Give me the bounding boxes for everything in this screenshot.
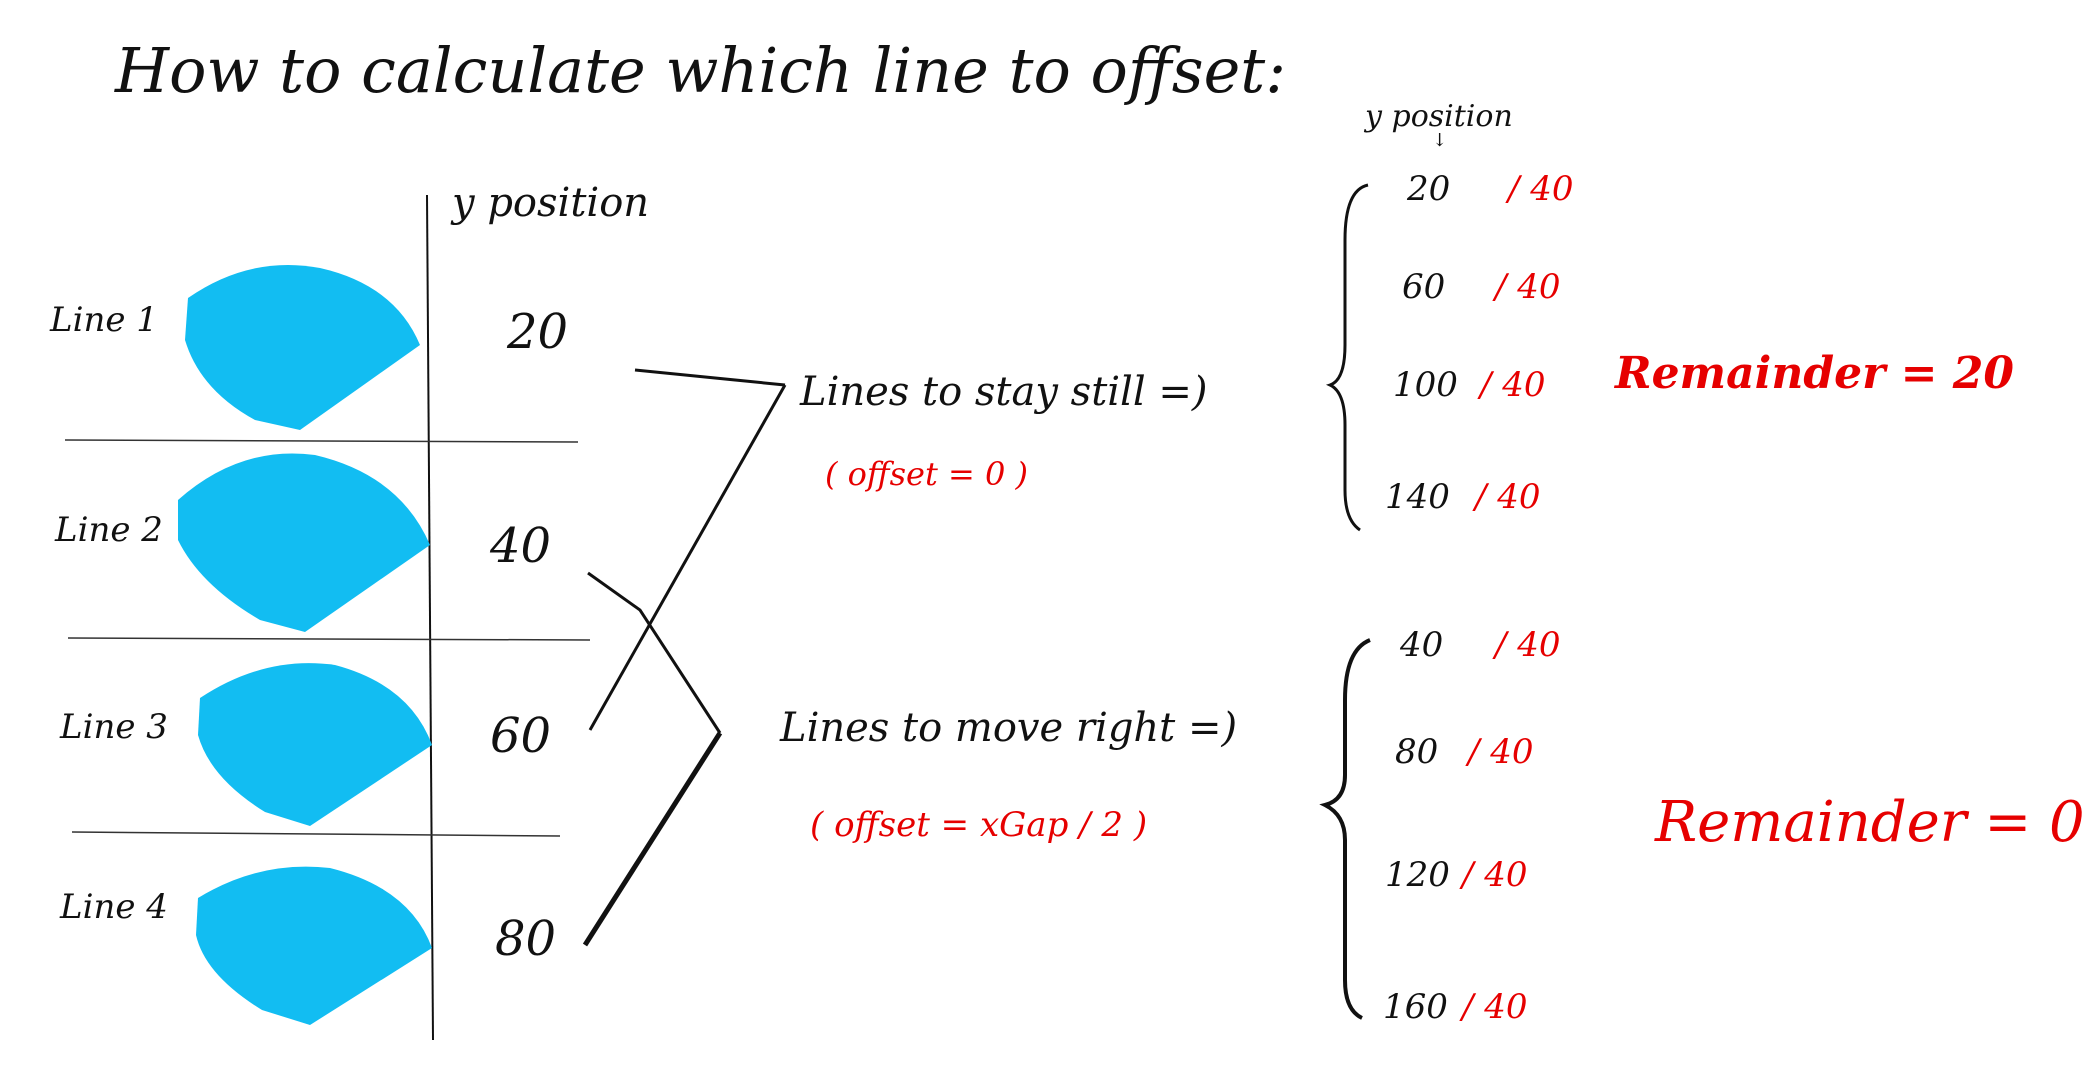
row-divider-2 <box>67 637 591 641</box>
page-title: How to calculate which line to offset: <box>115 34 1287 107</box>
still-row-1-y: 20 <box>1407 169 1451 209</box>
line-3-y-value: 60 <box>490 708 552 764</box>
table-vertical-divider <box>426 194 434 1041</box>
move-row-3-y: 120 <box>1385 855 1450 895</box>
line-1-label: Line 1 <box>50 300 158 340</box>
line-1-fan-shape <box>185 264 420 430</box>
move-row-1-y: 40 <box>1400 625 1444 665</box>
still-row-2-div: / 40 <box>1495 267 1561 307</box>
still-group-y-header: y position <box>1365 99 1513 134</box>
still-row-4-div: / 40 <box>1475 477 1541 517</box>
still-group-offset: ( offset = 0 ) <box>825 455 1028 493</box>
line-3-label: Line 3 <box>60 707 168 747</box>
move-row-4-y: 160 <box>1383 987 1448 1027</box>
still-row-1-div: / 40 <box>1508 169 1574 209</box>
line-2-label: Line 2 <box>55 510 163 550</box>
row-divider-3 <box>71 831 561 837</box>
line-2-y-value: 40 <box>490 518 552 574</box>
connector-line-2-to-move <box>587 571 722 734</box>
still-row-3-y: 100 <box>1393 365 1458 405</box>
line-3-fan-shape <box>198 663 432 826</box>
line-2-fan-shape <box>178 453 430 632</box>
line-1-y-value: 20 <box>507 304 569 360</box>
still-row-4-y: 140 <box>1385 477 1450 517</box>
move-row-1-div: / 40 <box>1495 625 1561 665</box>
y-position-column-header: y position <box>452 180 650 226</box>
line-4-fan-shape <box>196 866 432 1025</box>
move-row-2-div: / 40 <box>1468 732 1534 772</box>
move-row-3-div: / 40 <box>1462 855 1528 895</box>
down-arrow-icon: ↓ <box>1432 130 1448 151</box>
row-divider-1 <box>64 439 579 443</box>
connector-line-3-to-still <box>588 384 787 731</box>
move-remainder: Remainder = 0 <box>1655 790 2082 855</box>
line-4-label: Line 4 <box>60 887 168 927</box>
still-group-label: Lines to stay still =) <box>800 369 1208 415</box>
line-4-y-value: 80 <box>495 911 557 967</box>
connector-line-4-to-move <box>582 731 723 947</box>
still-row-3-div: / 40 <box>1480 365 1546 405</box>
move-group-label: Lines to move right =) <box>780 705 1238 751</box>
move-row-4-div: / 40 <box>1462 987 1528 1027</box>
still-row-2-y: 60 <box>1402 267 1446 307</box>
still-remainder: Remainder = 20 <box>1615 348 2015 399</box>
brace-move-group <box>1319 638 1371 1020</box>
move-group-offset: ( offset = xGap / 2 ) <box>810 805 1148 845</box>
move-row-2-y: 80 <box>1395 732 1439 772</box>
brace-still-group <box>1325 183 1369 532</box>
connector-line-1-to-still <box>634 368 786 387</box>
